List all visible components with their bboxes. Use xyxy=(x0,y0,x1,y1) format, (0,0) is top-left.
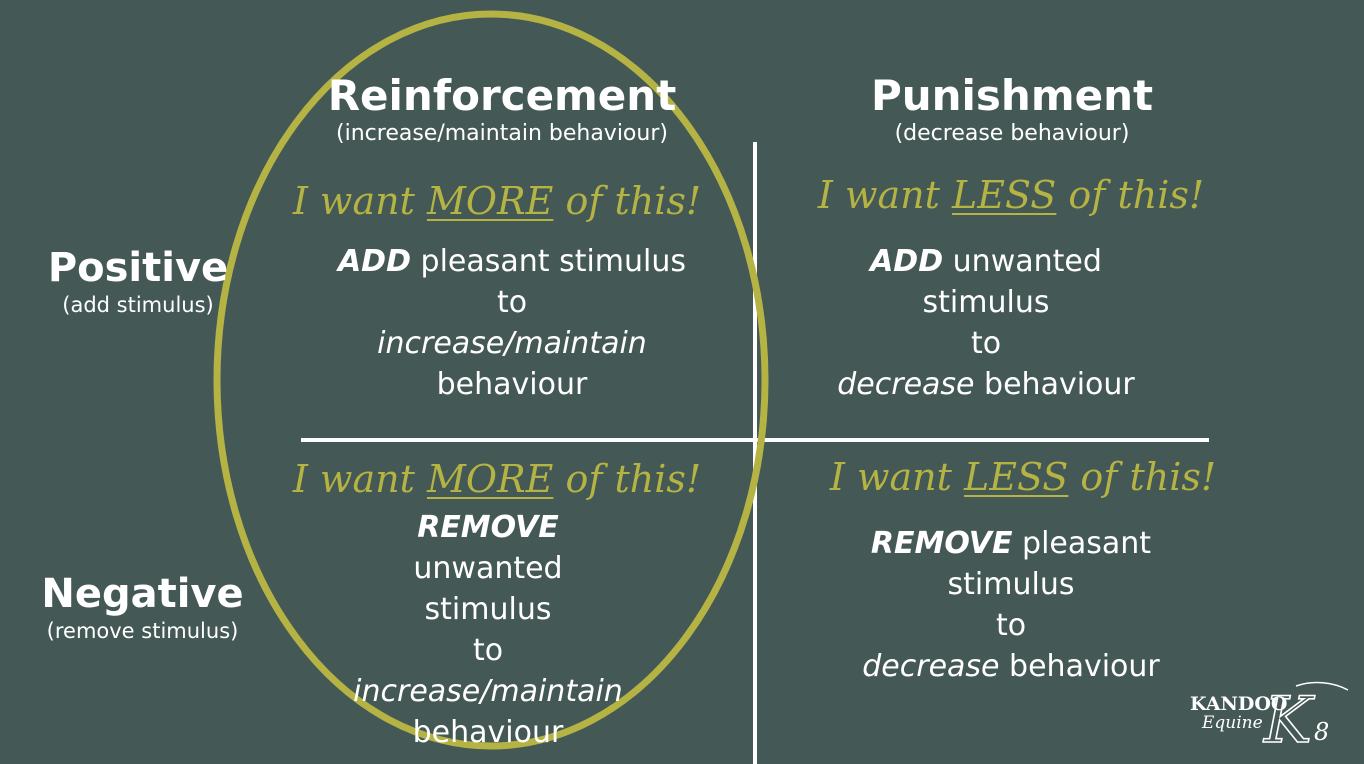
negative-header: Negative (remove stimulus) xyxy=(25,571,260,645)
want-text: I want xyxy=(292,457,427,501)
pos-pun-body: ADD unwanted stimulus to decrease behavi… xyxy=(736,241,1236,405)
body-line: to xyxy=(995,608,1027,643)
want-text-end: of this! xyxy=(553,179,702,223)
negative-subtitle: (remove stimulus) xyxy=(46,619,239,643)
want-keyword: LESS xyxy=(951,173,1057,217)
neg-pun-body: REMOVE pleasant stimulus to decrease beh… xyxy=(761,523,1261,687)
want-text-end: of this! xyxy=(553,457,702,501)
action-keyword: REMOVE xyxy=(870,526,1013,561)
punishment-header: Punishment (decrease behaviour) xyxy=(812,72,1212,148)
body-line: behaviour xyxy=(412,715,564,750)
logo-monogram: K xyxy=(1263,684,1315,756)
want-keyword: MORE xyxy=(426,179,554,223)
body-line: unwanted xyxy=(943,244,1102,279)
body-line: stimulus xyxy=(922,285,1050,320)
want-keyword: MORE xyxy=(426,457,554,501)
body-line: unwanted xyxy=(413,551,563,586)
punishment-subtitle: (decrease behaviour) xyxy=(894,121,1130,146)
pos-pun-want: I want LESS of this! xyxy=(761,172,1261,218)
body-line: to xyxy=(970,326,1002,361)
want-keyword: LESS xyxy=(963,455,1069,499)
body-line: behaviour xyxy=(974,367,1135,402)
neg-reinf-want: I want MORE of this! xyxy=(247,456,747,502)
body-line: to xyxy=(496,285,528,320)
positive-title: Positive xyxy=(47,245,229,291)
reinforcement-title: Reinforcement xyxy=(327,71,677,120)
body-line-italic: increase/maintain xyxy=(353,674,623,709)
action-keyword: ADD xyxy=(870,244,944,279)
punishment-title: Punishment xyxy=(870,71,1154,120)
body-line: behaviour xyxy=(436,367,588,402)
body-line-italic: increase/maintain xyxy=(377,326,647,361)
body-line: pleasant xyxy=(1012,526,1152,561)
logo-text-bottom: Equine xyxy=(1201,713,1263,733)
want-text: I want xyxy=(817,173,952,217)
want-text: I want xyxy=(829,455,964,499)
body-line: to xyxy=(472,633,504,668)
kandoo-equine-logo: KANDOO Equine K 8 xyxy=(1190,681,1349,756)
reinforcement-subtitle: (increase/maintain behaviour) xyxy=(336,121,668,146)
want-text-end: of this! xyxy=(1068,455,1217,499)
body-line: stimulus xyxy=(947,567,1075,602)
action-keyword: ADD xyxy=(337,244,411,279)
logo-mark: 8 xyxy=(1314,718,1329,746)
pos-reinf-want: I want MORE of this! xyxy=(247,178,747,224)
neg-reinf-body: REMOVE unwanted stimulus to increase/mai… xyxy=(238,507,738,753)
want-text: I want xyxy=(292,179,427,223)
body-line-italic: decrease xyxy=(837,367,975,402)
body-line-italic: decrease xyxy=(862,649,1000,684)
positive-header: Positive (add stimulus) xyxy=(38,245,238,319)
body-line: pleasant stimulus xyxy=(411,244,687,279)
want-text-end: of this! xyxy=(1056,173,1205,217)
body-line: behaviour xyxy=(999,649,1160,684)
reinforcement-header: Reinforcement (increase/maintain behavio… xyxy=(302,72,702,148)
vertical-divider xyxy=(753,142,757,764)
body-line: stimulus xyxy=(424,592,552,627)
action-keyword: REMOVE xyxy=(417,510,559,545)
positive-subtitle: (add stimulus) xyxy=(62,293,214,317)
negative-title: Negative xyxy=(41,571,244,617)
pos-reinf-body: ADD pleasant stimulus to increase/mainta… xyxy=(262,241,762,405)
logo-text-top: KANDOO xyxy=(1190,693,1287,715)
neg-pun-want: I want LESS of this! xyxy=(773,454,1273,500)
